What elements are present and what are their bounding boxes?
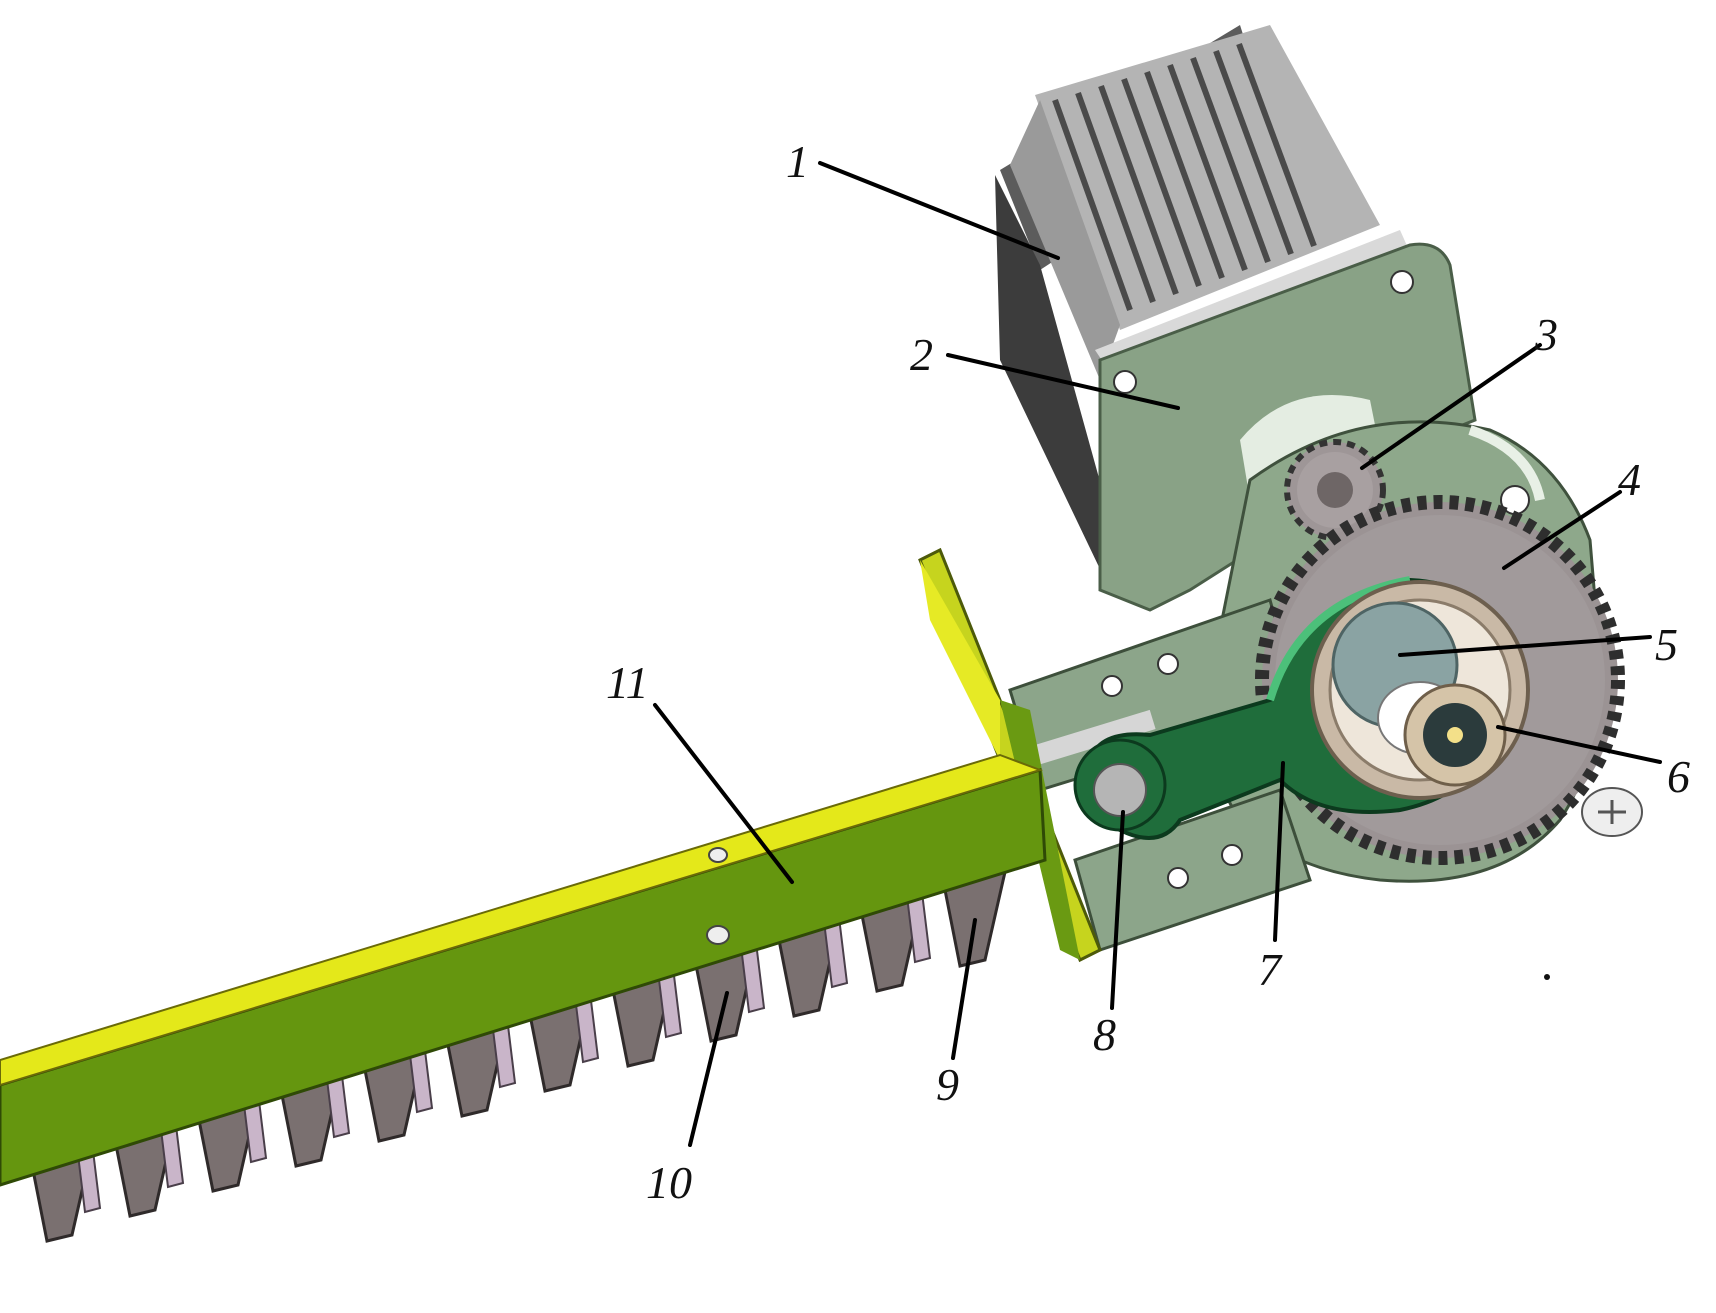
- leader-5: [1398, 635, 1652, 657]
- callout-6: 6: [1667, 751, 1690, 802]
- leader-6: [1496, 725, 1662, 764]
- callout-2: 2: [910, 329, 933, 380]
- leader-2: [946, 353, 1180, 410]
- callout-1: 1: [786, 136, 809, 187]
- callout-4: 4: [1618, 454, 1641, 505]
- leader-1: [818, 161, 1060, 260]
- rail-hole-icon: [1157, 653, 1179, 675]
- callout-11: 11: [606, 657, 649, 708]
- cover-screw-icon: [1581, 787, 1643, 837]
- eccentric-shaft: [1331, 601, 1507, 787]
- leader-3: [1360, 343, 1542, 470]
- callout-3: 3: [1534, 309, 1558, 360]
- callout-8: 8: [1093, 1009, 1116, 1060]
- callout-9: 9: [936, 1059, 959, 1110]
- bar-bolt-icon: [706, 925, 730, 945]
- rail-hole-icon: [1221, 844, 1243, 866]
- callout-5: 5: [1655, 619, 1678, 670]
- leader-9: [951, 918, 977, 1060]
- leader-10: [688, 991, 729, 1147]
- leader-lines: [653, 161, 1662, 1147]
- housing-hole-icon: [1390, 270, 1414, 294]
- crank-pin: [1073, 738, 1167, 832]
- callout-10: 10: [646, 1157, 692, 1208]
- callout-labels: 1 2 3 4 5 6 7 8 9 10 11: [606, 136, 1690, 1208]
- bar-bolt-icon: [708, 847, 728, 863]
- callout-7: 7: [1258, 944, 1283, 995]
- rail-hole-icon: [1167, 867, 1189, 889]
- leader-4: [1502, 490, 1622, 570]
- leader-8: [1110, 810, 1125, 1010]
- leader-7: [1273, 761, 1285, 942]
- motor-cooling-fins: [1052, 42, 1317, 312]
- housing-hole-icon: [1113, 370, 1137, 394]
- stray-mark: [1544, 974, 1550, 980]
- leader-11: [653, 703, 794, 884]
- rail-hole-icon: [1101, 675, 1123, 697]
